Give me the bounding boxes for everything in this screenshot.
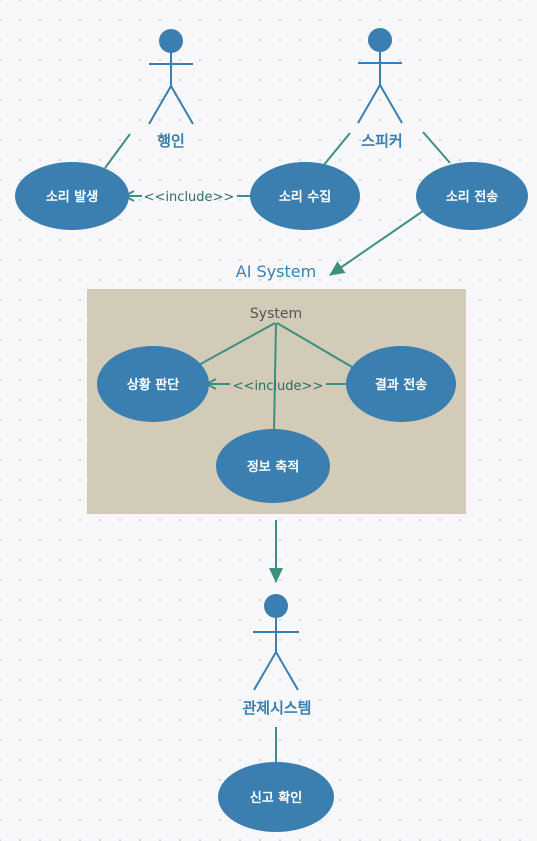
arrow-to-ai-system [329, 210, 424, 276]
include-label-inner: <<include>> [233, 379, 324, 394]
usecase-sound-send-label: 소리 전송 [446, 189, 498, 205]
usecase-situation-label: 상황 판단 [127, 377, 179, 393]
usecase-sound-collect-label: 소리 수집 [279, 189, 331, 205]
usecase-sound-send [416, 162, 528, 230]
connector-speaker-sound-send [422, 131, 451, 164]
usecase-info-store [216, 429, 330, 503]
actor-speaker [357, 28, 403, 124]
usecase-report-check [218, 762, 334, 832]
actor-pedestrian-label: 행인 [157, 132, 185, 150]
system-link-result [276, 322, 353, 368]
actor-pedestrian [148, 29, 194, 125]
system-link-situation [196, 322, 276, 367]
usecase-report-check-label: 신고 확인 [250, 790, 302, 806]
actor-control-label: 관제시스템 [242, 699, 311, 717]
system-box-label: System [250, 306, 302, 322]
actor-speaker-label: 스피커 [361, 132, 402, 150]
system-link-info [273, 322, 277, 432]
usecase-info-store-label: 정보 축적 [247, 459, 299, 475]
usecase-sound-collect [250, 162, 360, 230]
usecase-situation [97, 346, 209, 422]
usecase-sound-occur [15, 162, 129, 230]
usecase-sound-occur-label: 소리 발생 [46, 189, 98, 205]
actor-control-system [253, 594, 299, 691]
usecase-result-send [346, 346, 456, 422]
connector-speaker-sound-collect [322, 132, 351, 167]
usecase-result-send-label: 결과 전송 [375, 377, 427, 393]
ai-system-title: AI System [236, 262, 316, 281]
include-label-top: <<include>> [144, 190, 235, 205]
connector-pedestrian-sound-occur [104, 133, 131, 169]
